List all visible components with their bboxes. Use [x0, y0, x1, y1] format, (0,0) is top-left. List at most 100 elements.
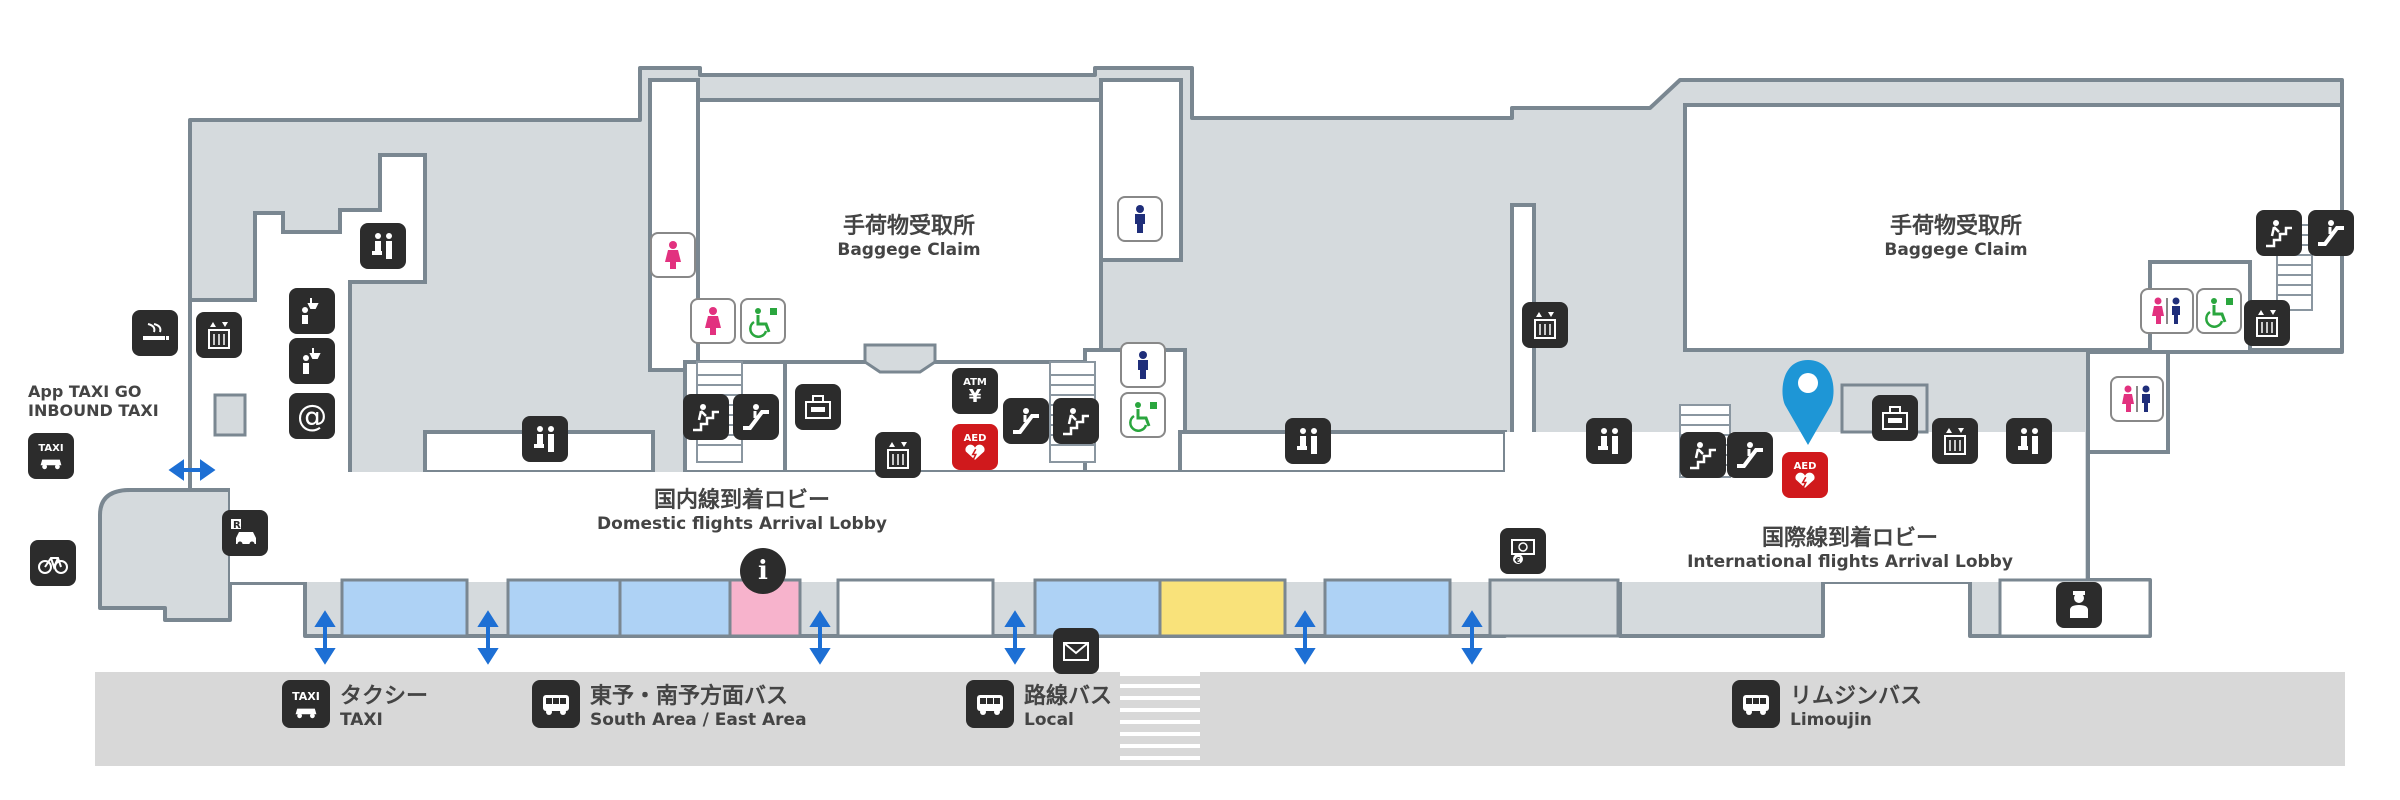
counter-8 [1323, 578, 1452, 638]
baggage-claim-international: 手荷物受取所 Baggege Claim [1884, 208, 2027, 260]
svg-text:R: R [233, 520, 241, 531]
bus-icon [532, 680, 580, 728]
bus-icon [966, 680, 1014, 728]
aed-icon-text: AED [963, 432, 987, 444]
international-lobby-label: 国際線到着ロビー International flights Arrival L… [1687, 520, 2013, 572]
smoking-area-icon[interactable] [132, 310, 178, 356]
elevator-icon[interactable] [1932, 418, 1978, 464]
escalator-icon[interactable] [2308, 210, 2354, 256]
restroom-icon[interactable] [2110, 376, 2164, 422]
baggage-claim-domestic-jp: 手荷物受取所 [842, 214, 976, 239]
road-area [95, 672, 2345, 766]
escalator-icon[interactable] [733, 394, 779, 440]
transport-taxi-en: TAXI [340, 710, 383, 730]
baggage-claim-international-jp: 手荷物受取所 [1889, 214, 2023, 239]
transport-south-east-bus[interactable]: 東予・南予方面バス South Area / East Area [532, 678, 807, 730]
transport-limousine-bus[interactable]: リムジンバス Limoujin [1732, 678, 1922, 730]
transport-local-bus[interactable]: 路線バス Local [966, 678, 1112, 730]
elevator-icon[interactable] [875, 432, 921, 478]
transport-local-bus-en: Local [1024, 710, 1074, 730]
domestic-lobby-label: 国内線到着ロビー Domestic flights Arrival Lobby [597, 482, 887, 534]
internet-icon[interactable]: @ [289, 393, 335, 439]
bicycle-icon[interactable] [30, 540, 76, 586]
atm-icon-yen: ¥ [968, 385, 982, 407]
stairs-icon[interactable] [1680, 432, 1726, 478]
transport-taxi-jp: タクシー [340, 684, 429, 709]
international-lobby-en: International flights Arrival Lobby [1687, 552, 2013, 572]
aed-icon[interactable]: AED [1782, 452, 1828, 498]
transport-south-east-bus-jp: 東予・南予方面バス [590, 684, 789, 709]
atm-icon[interactable]: ATM ¥ [952, 368, 998, 414]
pedestrian-crossing [1120, 672, 1200, 760]
arrow-5 [1294, 610, 1316, 665]
waiting-area-icon[interactable] [360, 223, 406, 269]
accessible-restroom-icon[interactable] [2196, 288, 2242, 334]
taxi-icon-text: TAXI [292, 689, 320, 703]
womens-restroom-icon[interactable] [650, 232, 696, 278]
escalator-icon[interactable] [1003, 398, 1049, 444]
elevator-icon[interactable] [196, 312, 242, 358]
counter-2 [506, 578, 622, 638]
atm-icon-text: ATM [963, 376, 987, 388]
counter-7 [1158, 578, 1287, 638]
womens-restroom-icon[interactable] [690, 298, 736, 344]
elevator-icon[interactable] [1522, 302, 1568, 348]
arrow-3 [809, 610, 831, 665]
mens-restroom-icon[interactable] [1117, 196, 1163, 242]
stairs-icon[interactable] [1053, 398, 1099, 444]
aed-icon-text: AED [1793, 460, 1817, 472]
escalator-icon[interactable] [1727, 432, 1773, 478]
staff-service-icon[interactable] [2056, 582, 2102, 628]
baggage-claim-international-en: Baggege Claim [1884, 240, 2028, 260]
waiting-area-icon[interactable] [1586, 418, 1632, 464]
accessible-restroom-icon[interactable] [740, 298, 786, 344]
counter-3 [618, 578, 732, 638]
currency-exchange-icon[interactable]: € [1500, 528, 1546, 574]
app-taxi-icon-text: TAXI [38, 442, 64, 454]
app-taxi-line1: App TAXI GO [28, 382, 142, 401]
domestic-lobby-en: Domestic flights Arrival Lobby [597, 514, 887, 534]
aed-icon[interactable]: AED [952, 424, 998, 470]
nursing-room-icon[interactable] [289, 338, 335, 384]
parking-car-icon[interactable]: R [222, 510, 268, 556]
domestic-lobby-area [230, 472, 1505, 582]
baggage-service-icon[interactable] [795, 384, 841, 430]
transport-limousine-bus-en: Limoujin [1790, 710, 1872, 730]
app-taxi-label: App TAXI GO INBOUND TAXI [28, 382, 159, 420]
location-pin-icon[interactable] [1782, 360, 1834, 445]
baggage-claim-domestic-en: Baggege Claim [837, 240, 981, 260]
transport-limousine-bus-jp: リムジンバス [1790, 684, 1923, 709]
counter-9 [1488, 578, 1620, 638]
stairs-icon[interactable] [683, 394, 729, 440]
arrow-2 [477, 610, 499, 665]
counter-1 [340, 578, 469, 638]
waiting-area-icon[interactable] [522, 416, 568, 462]
elevator-icon[interactable] [2244, 300, 2290, 346]
waiting-area-icon[interactable] [1285, 418, 1331, 464]
transport-south-east-bus-en: South Area / East Area [590, 710, 807, 730]
waiting-area-icon[interactable] [2006, 418, 2052, 464]
entrance-arrows [168, 459, 1483, 665]
internet-icon-text: @ [297, 398, 327, 434]
mens-restroom-icon[interactable] [1120, 342, 1166, 388]
restroom-icon[interactable] [2140, 288, 2194, 334]
baggage-service-icon[interactable] [1872, 395, 1918, 441]
counter-6 [1033, 578, 1162, 638]
taxi-icon: TAXI [282, 680, 330, 728]
stairs-icon[interactable] [2256, 210, 2302, 256]
shower-room-icon[interactable] [289, 288, 335, 334]
transport-local-bus-jp: 路線バス [1024, 684, 1113, 709]
mailbox-icon[interactable] [1053, 628, 1099, 674]
accessible-restroom-icon[interactable] [1120, 392, 1166, 438]
transport-taxi[interactable]: TAXI タクシー TAXI [282, 678, 428, 730]
svg-text:€: € [1514, 556, 1521, 565]
app-taxi-icon[interactable]: TAXI [28, 433, 74, 479]
app-taxi-line2: INBOUND TAXI [28, 401, 159, 420]
information-icon[interactable]: i [740, 548, 786, 594]
domestic-lobby-jp: 国内線到着ロビー [653, 488, 831, 513]
counters [340, 578, 2152, 638]
bus-icon [1732, 680, 1780, 728]
information-icon-text: i [758, 556, 768, 586]
arrow-6 [1461, 610, 1483, 665]
lower-white-5 [1178, 430, 1507, 474]
